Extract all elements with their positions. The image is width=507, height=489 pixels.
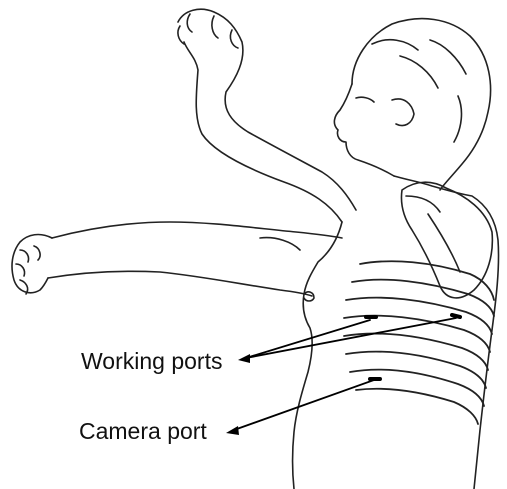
head bbox=[334, 19, 490, 190]
working-ports-label: Working ports bbox=[81, 350, 222, 373]
raised-arm bbox=[178, 9, 356, 222]
torso-outline bbox=[293, 176, 499, 489]
leader-arrowheads bbox=[226, 354, 250, 435]
extended-arm bbox=[12, 222, 342, 296]
rib-cage bbox=[344, 261, 494, 424]
working-port-marker-2 bbox=[452, 315, 460, 317]
scapula bbox=[401, 182, 492, 298]
camera-port-label: Camera port bbox=[79, 420, 207, 443]
